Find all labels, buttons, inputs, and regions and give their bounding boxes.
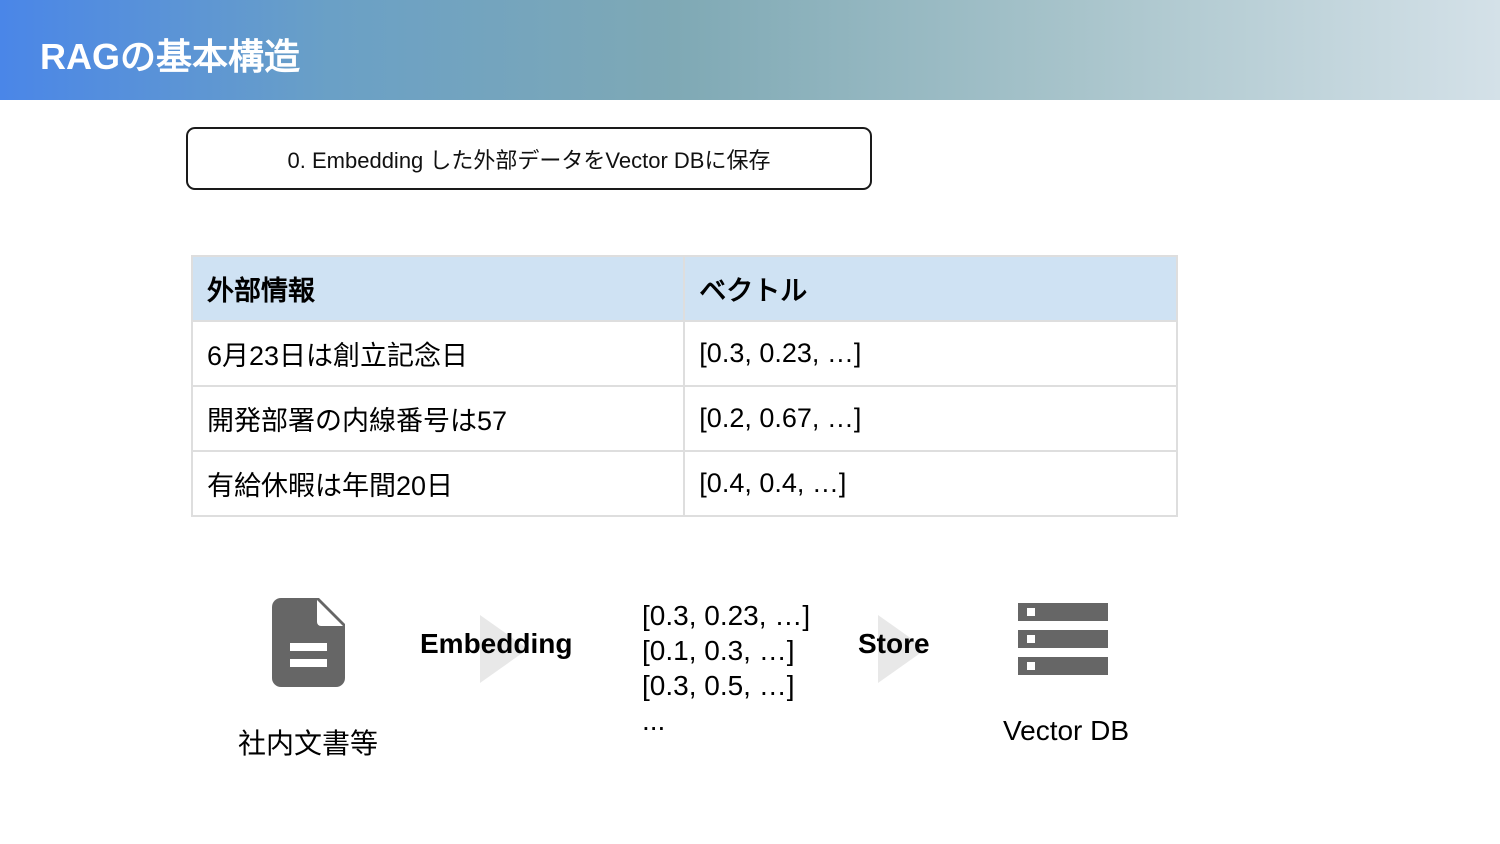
database-icon xyxy=(1018,603,1108,675)
table-cell-info: 6月23日は創立記念日 xyxy=(190,320,686,387)
slide-header: RAGの基本構造 xyxy=(0,0,1500,100)
table-row: 有給休暇は年間20日 [0.4, 0.4, …] xyxy=(190,450,1178,517)
table-cell-vector: [0.3, 0.23, …] xyxy=(683,320,1178,387)
vector-item: [0.1, 0.3, …] xyxy=(642,635,795,666)
table-row: 6月23日は創立記念日 [0.3, 0.23, …] xyxy=(190,320,1178,387)
vector-db-label: Vector DB xyxy=(1003,715,1130,746)
table-cell-vector: [0.4, 0.4, …] xyxy=(683,450,1178,517)
vector-ellipsis: ... xyxy=(642,705,666,736)
document-icon xyxy=(272,598,345,687)
vector-table: 外部情報 ベクトル 6月23日は創立記念日 [0.3, 0.23, …] 開発部… xyxy=(190,255,1178,517)
store-label: Store xyxy=(858,628,930,659)
step-box: 0. Embedding した外部データをVector DBに保存 xyxy=(186,127,872,190)
table-cell-info: 開発部署の内線番号は57 xyxy=(190,385,686,452)
document-label: 社内文書等 xyxy=(238,728,379,759)
vector-item: [0.3, 0.23, …] xyxy=(642,600,811,631)
step-label: 0. Embedding した外部データをVector DBに保存 xyxy=(287,147,771,173)
vector-item: [0.3, 0.5, …] xyxy=(642,670,795,701)
slide-title: RAGの基本構造 xyxy=(40,36,300,77)
column-header-vector: ベクトル xyxy=(683,255,1178,322)
vector-list: [0.3, 0.23, …] [0.1, 0.3, …] [0.3, 0.5, … xyxy=(642,598,810,738)
arrow-right-icon xyxy=(878,615,926,683)
table-cell-info: 有給休暇は年間20日 xyxy=(190,450,686,517)
column-header-info: 外部情報 xyxy=(190,255,686,322)
table-row: 開発部署の内線番号は57 [0.2, 0.67, …] xyxy=(190,385,1178,452)
table-header-row: 外部情報 ベクトル xyxy=(190,255,1178,322)
arrow-right-icon xyxy=(480,615,528,683)
embedding-label: Embedding xyxy=(420,628,573,659)
table-cell-vector: [0.2, 0.67, …] xyxy=(683,385,1178,452)
